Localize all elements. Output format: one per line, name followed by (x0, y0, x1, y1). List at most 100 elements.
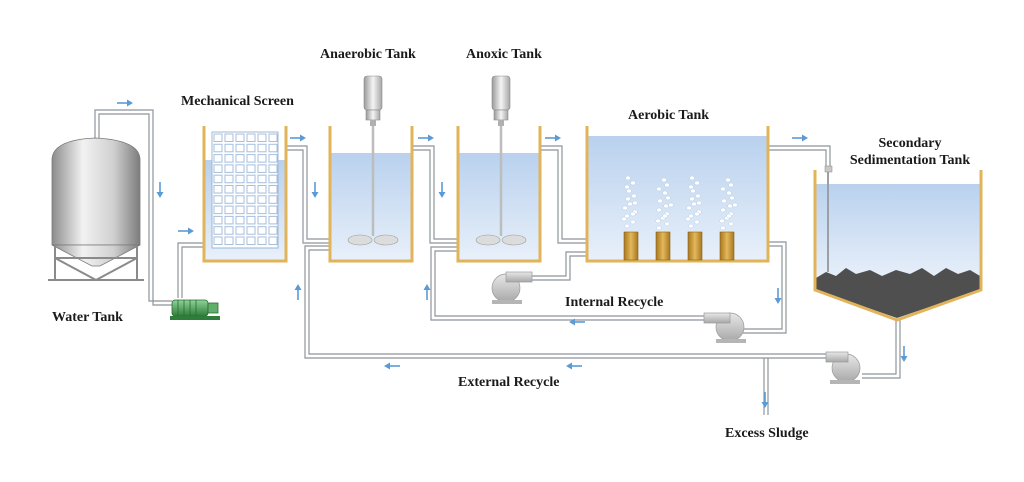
diffuser-column (655, 177, 674, 261)
screen-grid-cell (246, 215, 256, 225)
air-bubble (655, 218, 661, 224)
air-bubble (728, 221, 734, 227)
water-tank-legs (48, 246, 144, 281)
air-bubble (657, 198, 663, 204)
air-bubble (720, 207, 726, 213)
screen-grid-cell (268, 205, 278, 215)
screen-grid-cell (246, 236, 256, 245)
screen-grid-cell (268, 164, 278, 173)
air-bubble (627, 201, 633, 207)
flow-arrow-right (792, 134, 808, 142)
pipes (94, 109, 901, 415)
air-bubble (630, 211, 636, 217)
air-bubble (729, 195, 735, 201)
screen-grid-cell (246, 143, 256, 153)
screen-grid-cell (224, 215, 234, 225)
secondary-sedimentation-label-line1: Secondary (878, 136, 942, 151)
diffuser-column (621, 175, 639, 261)
screen-grid-cell (268, 154, 278, 163)
mechanical-screen-label: Mechanical Screen (181, 94, 294, 109)
anaerobic-mixer (347, 75, 399, 246)
screen-grid-cell (257, 143, 267, 153)
flow-arrow-down (156, 182, 164, 198)
screen-grid-cell (246, 174, 256, 184)
flow-arrow-down (774, 288, 782, 304)
secondary-sedimentation-label-line2: Sedimentation Tank (849, 153, 971, 168)
screen-grid-cell (224, 236, 234, 245)
air-bubble (663, 203, 669, 209)
screen-grid-cell (257, 226, 267, 235)
air-bubble (728, 182, 734, 188)
flow-arrow-right (290, 134, 306, 142)
internal-recycle-pump-2 (703, 312, 746, 343)
screen-grid-cell (213, 215, 223, 225)
air-bubble (694, 180, 700, 186)
water-tank (48, 137, 144, 281)
air-bubble (630, 180, 636, 186)
screen-grid-cell (257, 205, 267, 215)
pipe-screen-to-anaerobic-inner (285, 149, 330, 244)
air-bubble (726, 213, 732, 219)
water-tank-label: Water Tank (52, 310, 123, 325)
screen-grid-cell (268, 226, 278, 235)
anoxic-tank-label: Anoxic Tank (466, 47, 542, 62)
screen-grid-cell (235, 143, 245, 153)
air-bubble (688, 223, 694, 229)
air-bubble (686, 205, 692, 211)
air-bubble (668, 202, 674, 208)
aerobic-tank (585, 126, 770, 263)
screen-grid-cell (224, 205, 234, 215)
secondary-sedimentation-tank (813, 165, 983, 322)
screen-grid-cell (246, 154, 256, 163)
anoxic-tank (456, 75, 542, 263)
mechanical-screen (202, 126, 288, 263)
air-bubble (694, 219, 700, 225)
flow-arrow-left (566, 362, 582, 370)
air-bubble (720, 225, 726, 231)
feed-pump (170, 299, 220, 320)
aeration-diffusers (621, 175, 738, 261)
screen-grid-cell (268, 215, 278, 225)
air-bubble (689, 196, 695, 202)
air-bubble (662, 190, 668, 196)
screen-grid-cell (213, 195, 223, 204)
screen-grid-cell (224, 185, 234, 194)
screen-grid-cell (224, 154, 234, 163)
air-bubble (621, 216, 627, 222)
air-bubble (732, 202, 738, 208)
air-bubble (726, 190, 732, 196)
air-bubble (662, 213, 668, 219)
air-bubble (626, 188, 632, 194)
screen-grid-cell (213, 174, 223, 184)
screen-grid-cell (235, 195, 245, 204)
screen-grid-cell (224, 195, 234, 204)
flow-arrow-right (545, 134, 561, 142)
pipe-aerobic-right-down (743, 241, 787, 334)
pipe-water-tank-outlet (94, 109, 172, 306)
screen-grid-cell (235, 174, 245, 184)
screen-grid-cell (224, 133, 234, 142)
screen-grid-cell (213, 133, 223, 142)
screen-grid-cell (224, 143, 234, 153)
air-bubble (689, 175, 695, 181)
pipe-aerobic-to-secondary (768, 145, 831, 172)
flow-arrow-down (900, 346, 908, 362)
screen-grid-cell (213, 226, 223, 235)
screen-grid-cell (257, 133, 267, 142)
screen-grid-cell (213, 164, 223, 173)
sludge-layer (816, 268, 980, 318)
pipe-pump-up-inner (181, 246, 205, 298)
screen-grid-cell (213, 154, 223, 163)
screen-grid-cell (213, 185, 223, 194)
screen-grid-cell (246, 185, 256, 194)
flow-arrow-down (761, 392, 769, 408)
screen-grid-cell (257, 215, 267, 225)
air-bubble (665, 195, 671, 201)
air-bubble (690, 188, 696, 194)
pipe-secondary-bottom-inner (862, 318, 901, 379)
air-bubble (625, 196, 631, 202)
air-bubble (656, 207, 662, 213)
pipe-aerobic-to-secondary-inner (768, 149, 827, 172)
air-bubble (624, 213, 630, 219)
